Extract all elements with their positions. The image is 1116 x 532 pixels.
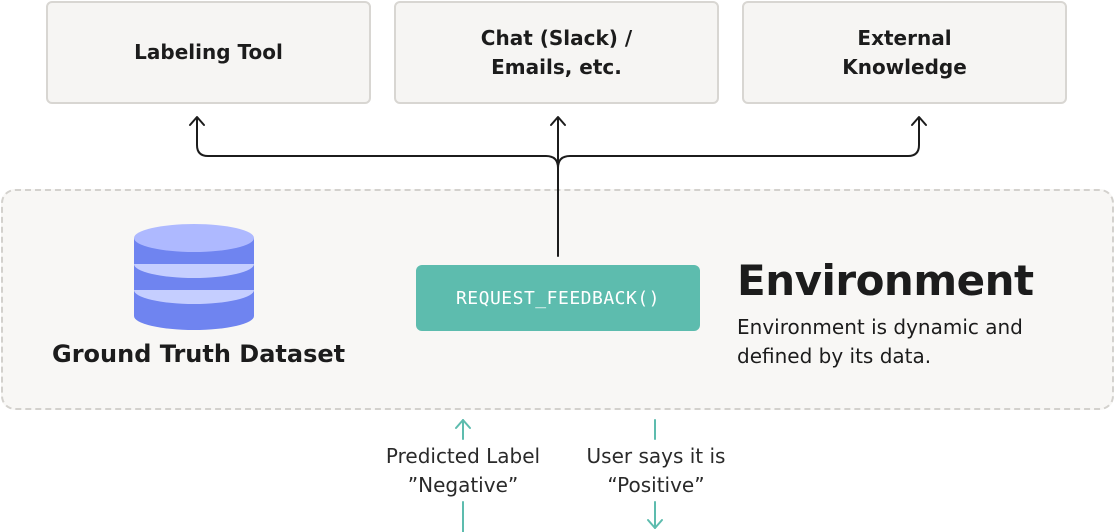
input-arrowhead-icon: [455, 419, 471, 429]
chat-emails-box[interactable]: Chat (Slack) / Emails, etc.: [394, 1, 719, 104]
output-arrowhead-icon: [647, 519, 663, 529]
tool-label: Chat (Slack) / Emails, etc.: [480, 25, 633, 79]
external-knowledge-box[interactable]: External Knowledge: [742, 1, 1067, 104]
database-icon: [134, 224, 254, 330]
predicted-label-text: Predicted Label ”Negative”: [385, 444, 541, 497]
arrowhead-left-icon: [189, 116, 205, 126]
labeling-tool-box[interactable]: Labeling Tool: [46, 1, 371, 104]
arrowhead-middle-icon: [550, 116, 566, 126]
environment-description: Environment is dynamic and defined by it…: [737, 315, 1023, 368]
user-feedback-text: User says it is “Positive”: [586, 444, 726, 497]
arrowhead-right-icon: [911, 116, 927, 126]
dataset-title: Ground Truth Dataset: [52, 340, 346, 368]
request-feedback-button[interactable]: REQUEST_FEEDBACK(): [416, 265, 700, 331]
environment-title: Environment: [737, 256, 1034, 305]
tool-label: External Knowledge: [842, 25, 967, 79]
connector-right-branch: [557, 117, 920, 169]
tool-label: Labeling Tool: [134, 40, 283, 64]
